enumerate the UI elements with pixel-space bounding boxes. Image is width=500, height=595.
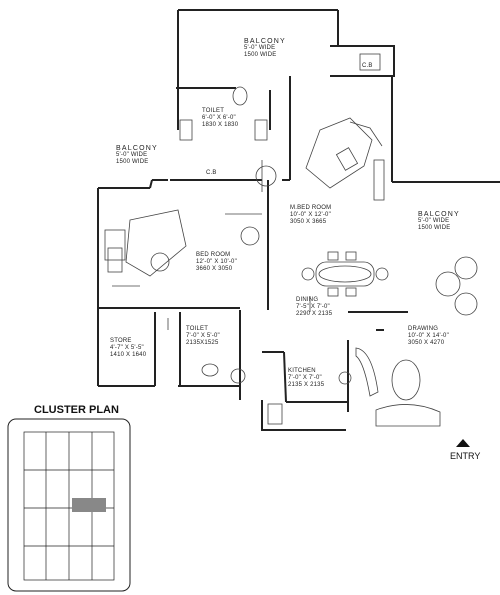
toilet-top-label: TOILET 6'-0" X 6'-0" 1830 X 1830 bbox=[202, 108, 239, 128]
store-label: STORE 4'-7" X 5'-5" 1410 X 1640 bbox=[110, 338, 147, 358]
toilet-bottom-label: TOILET 7'-0" X 5'-0" 2135X1525 bbox=[186, 326, 220, 346]
cluster-plan-title: CLUSTER PLAN bbox=[34, 404, 119, 416]
cluster-plan-inset bbox=[7, 418, 131, 592]
entry-label: ENTRY bbox=[450, 451, 481, 461]
highlighted-unit bbox=[72, 498, 106, 512]
cb-top-label: C.B bbox=[362, 63, 373, 69]
furniture bbox=[104, 53, 478, 427]
cb-mid-label: C.B bbox=[206, 170, 217, 176]
entry-arrow-icon bbox=[456, 439, 470, 447]
dining-label: DINING 7'-5" X 7'-0" 2290 X 2135 bbox=[296, 297, 333, 317]
m-bedroom-label: M.BED ROOM 10'-0" X 12'-0" 3050 X 3665 bbox=[290, 205, 332, 225]
walls bbox=[97, 9, 500, 431]
balcony-top-label: BALCONY 5'-0" WIDE 1500 WIDE bbox=[244, 38, 286, 58]
balcony-right-label: BALCONY 5'-0" WIDE 1500 WIDE bbox=[418, 211, 460, 231]
kitchen-label: KITCHEN 7'-0" X 7'-0" 2135 X 2135 bbox=[288, 368, 325, 388]
bedroom-label: BED ROOM 12'-0" X 10'-0" 3660 X 3050 bbox=[196, 252, 237, 272]
drawing-label: DRAWING 10'-0" X 14'-0" 3050 X 4270 bbox=[408, 326, 449, 346]
balcony-left-label: BALCONY 5'-0" WIDE 1500 WIDE bbox=[116, 145, 158, 165]
